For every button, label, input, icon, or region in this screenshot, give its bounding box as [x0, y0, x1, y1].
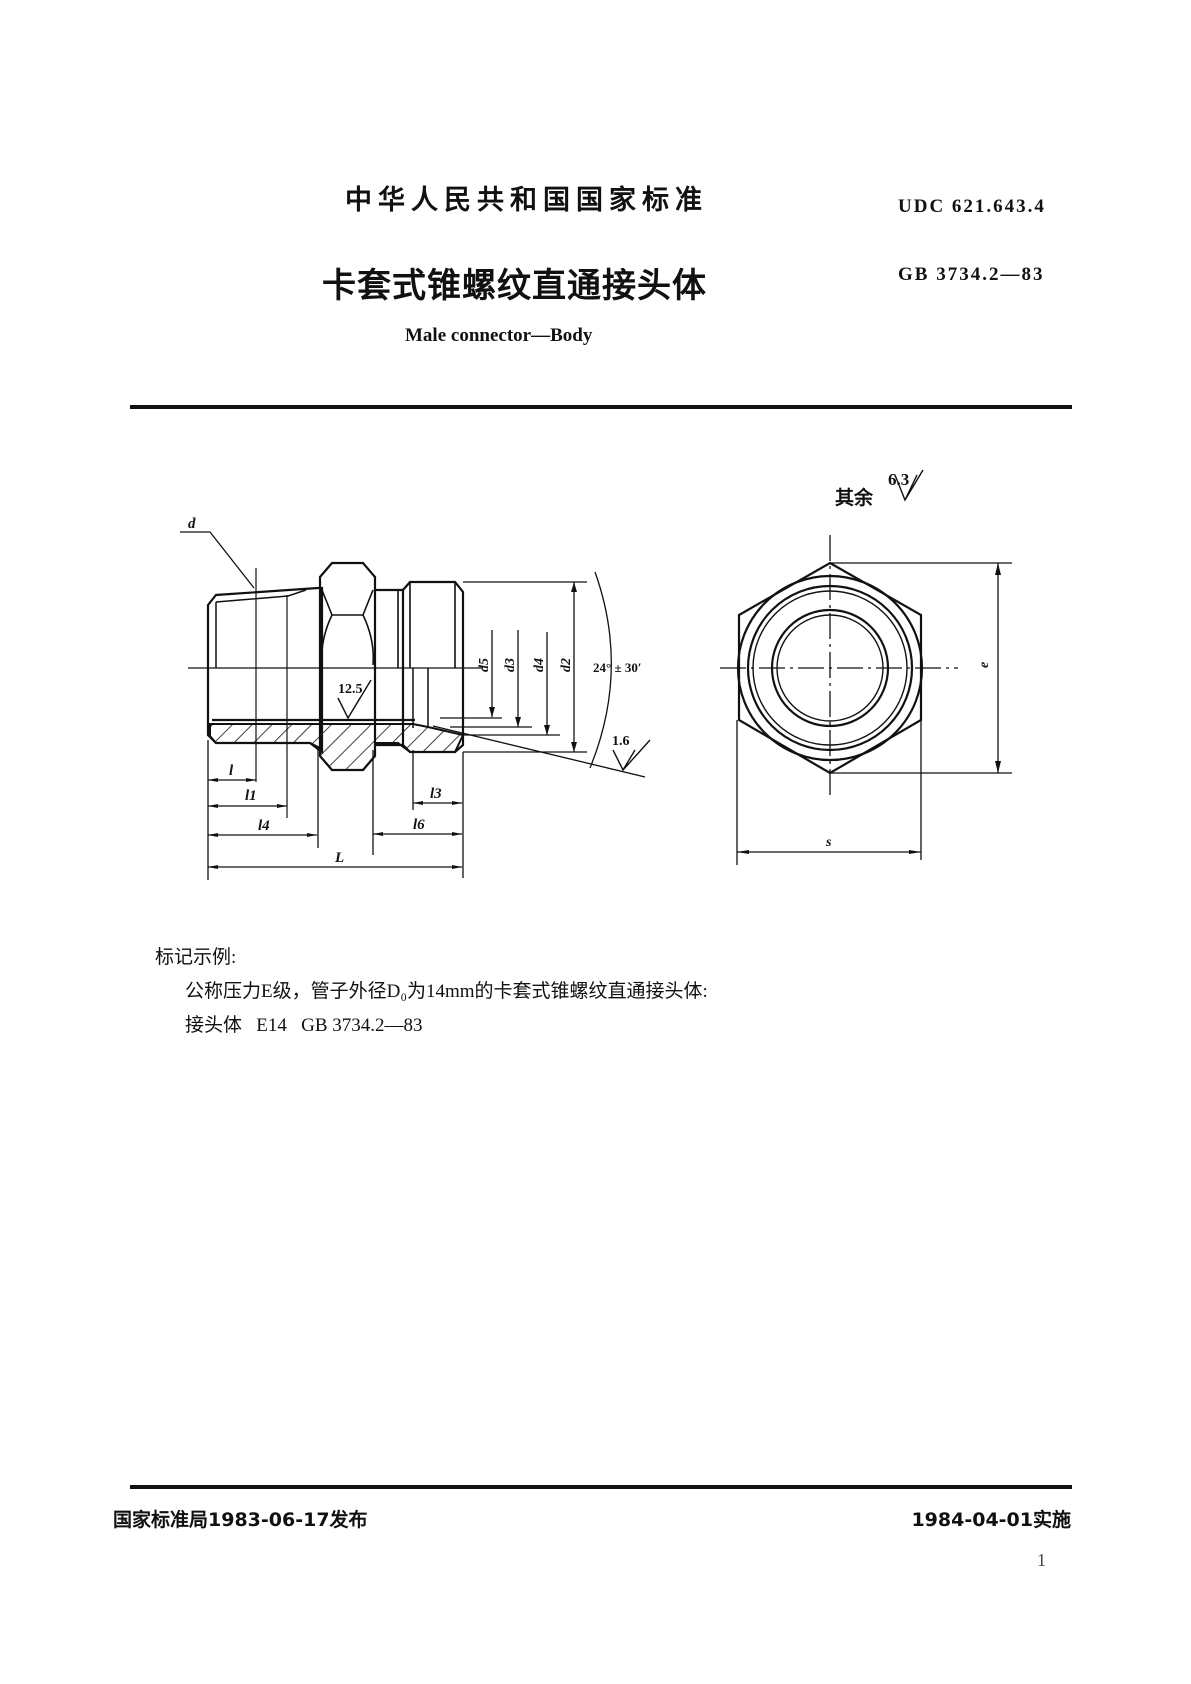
end-view-drawing: e s 6.3: [720, 469, 1012, 865]
standard-title: 中华人民共和国国家标准: [345, 185, 708, 216]
label-l3: l3: [430, 786, 442, 802]
header-divider: [130, 405, 1072, 409]
label-l6: l6: [413, 817, 425, 833]
roughness-12-5: 12.5: [338, 682, 363, 697]
label-d4: d4: [532, 658, 547, 672]
udc-code: UDC 621.643.4: [898, 196, 1046, 217]
label-l4: l4: [258, 818, 270, 834]
marking-line-1: 公称压力E级，管子外径D₀为14mm的卡套式锥螺纹直通接头体:: [185, 981, 708, 1002]
label-l1: l1: [245, 788, 257, 804]
angle-label: 24° ± 30′: [593, 660, 642, 675]
label-L: L: [334, 850, 344, 866]
page-number: 1: [1037, 1550, 1046, 1570]
label-e: e: [977, 662, 992, 668]
marking-heading: 标记示例:: [155, 947, 237, 968]
footer-divider: [130, 1485, 1072, 1489]
label-l: l: [229, 763, 234, 779]
effective-date: 1984-04-01实施: [911, 1509, 1071, 1531]
label-s: s: [825, 835, 832, 850]
label-d: d: [188, 516, 196, 532]
label-d5: d5: [477, 658, 492, 672]
issue-date: 国家标准局1983-06-17发布: [113, 1509, 368, 1531]
standard-number: GB 3734.2—83: [898, 264, 1045, 285]
sectional-view-drawing: d 12.5 1.6 24° ± 30′ d5 d3 d4 d2 l l1 l4…: [180, 516, 651, 880]
marking-line-2: 接头体 E14 GB 3734.2—83: [185, 1015, 423, 1036]
other-roughness-value: 6.3: [888, 470, 909, 489]
page-title: 卡套式锥螺纹直通接头体: [322, 266, 707, 306]
roughness-1-6: 1.6: [612, 734, 630, 749]
other-roughness-label: 其余: [835, 487, 874, 509]
label-d2: d2: [559, 658, 574, 672]
label-d3: d3: [503, 658, 518, 672]
english-title: Male connector—Body: [405, 325, 593, 346]
